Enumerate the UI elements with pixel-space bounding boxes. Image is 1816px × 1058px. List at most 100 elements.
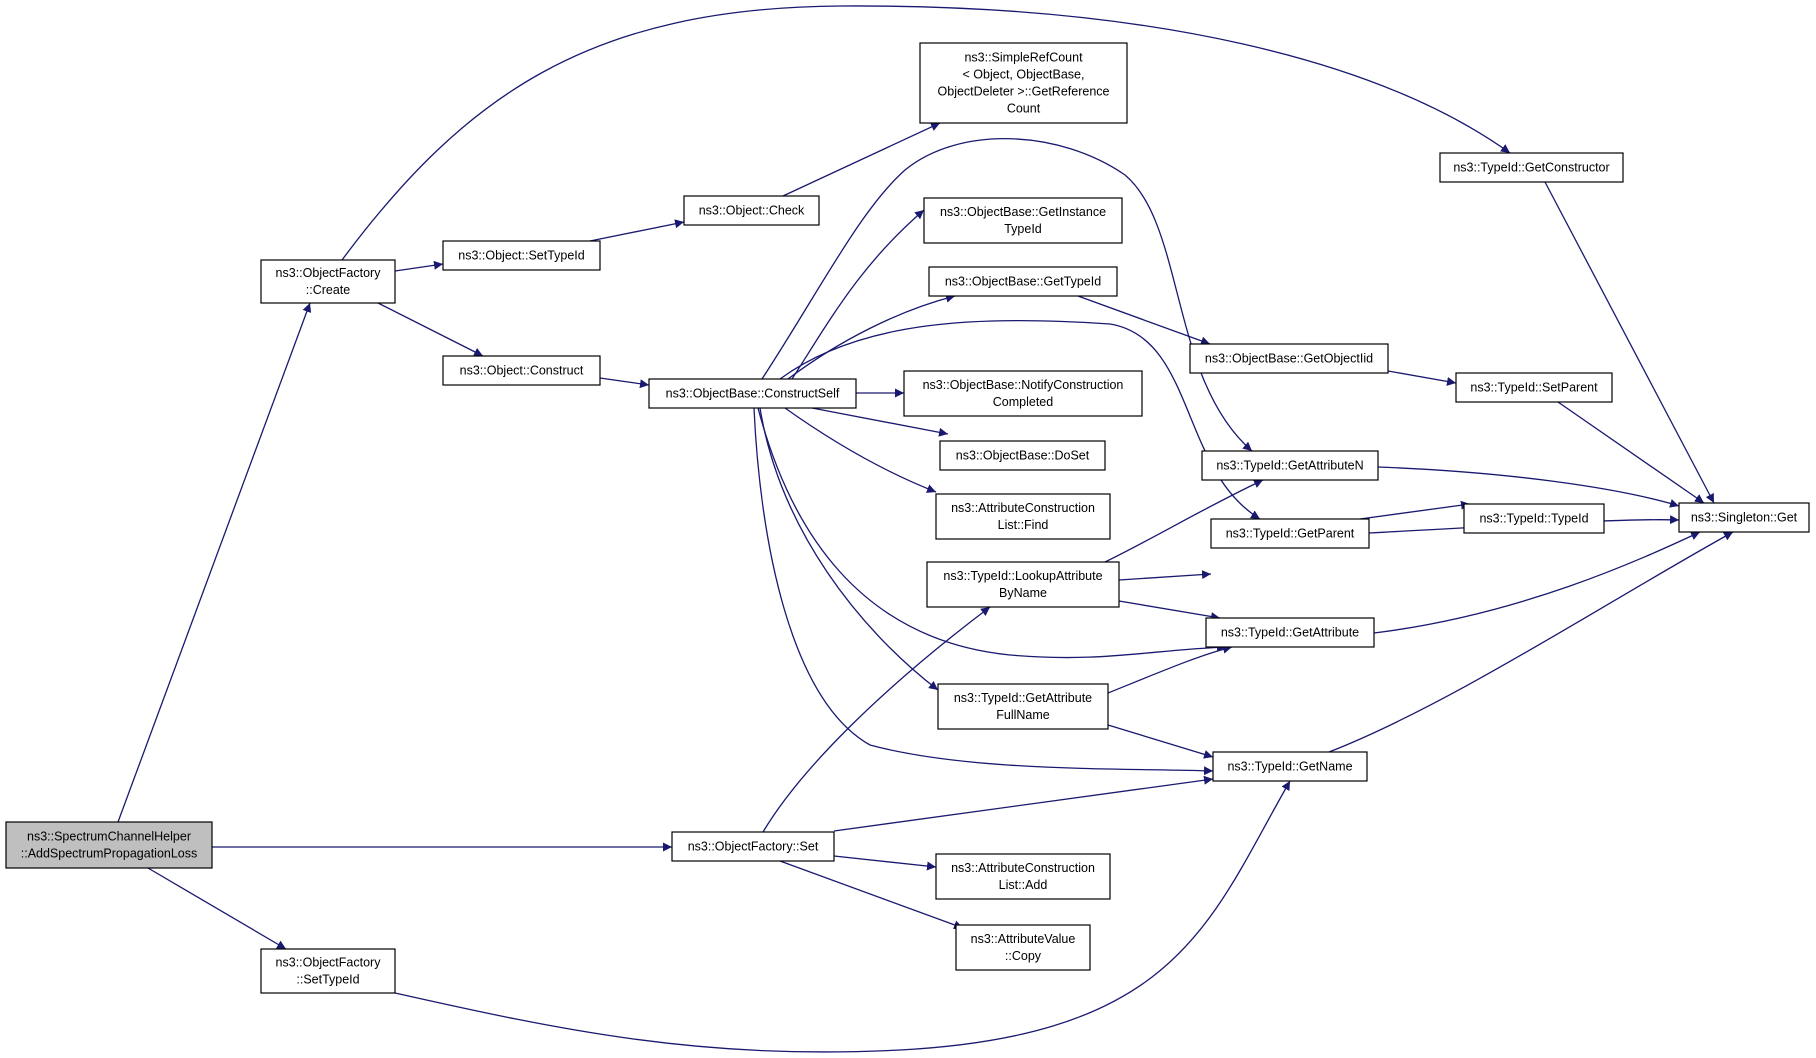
node-n26[interactable]: ns3::Singleton::Get (1678, 502, 1810, 533)
node-label-line: ns3::TypeId::GetAttribute (1221, 626, 1359, 640)
edge-arrow (1328, 531, 1734, 753)
edge-n9-to-n21 (779, 319, 1261, 520)
edge-n15-to-n22 (1118, 600, 1221, 621)
edge-arrow (753, 407, 1214, 776)
edge-n15-to-n20 (1104, 479, 1264, 563)
edge-arrow (117, 302, 312, 823)
edge-arrow (589, 219, 685, 242)
node-n6[interactable]: ns3::Object::Construct (442, 355, 601, 386)
node-box (935, 853, 1111, 900)
node-n13[interactable]: ns3::ObjectBase::DoSet (939, 440, 1106, 471)
edge-arrow (1387, 370, 1457, 386)
node-n9[interactable]: ns3::ObjectBase::ConstructSelf (648, 378, 857, 409)
node-label-line: ns3::TypeId::GetParent (1226, 527, 1355, 541)
edge-arrow (1107, 724, 1214, 759)
node-label-line: ns3::TypeId::LookupAttribute (943, 569, 1102, 583)
nodes-layer: ns3::SpectrumChannelHelper::AddSpectrumP… (5, 42, 1810, 994)
node-label-line: ns3::SpectrumChannelHelper (27, 830, 191, 844)
node-n12[interactable]: ns3::ObjectBase::NotifyConstructionCompl… (903, 370, 1143, 417)
node-n20[interactable]: ns3::TypeId::GetAttributeN (1201, 450, 1379, 481)
node-label-line: ::AddSpectrumPropagationLoss (21, 847, 198, 861)
node-box (648, 378, 857, 409)
node-box (1439, 152, 1624, 183)
node-box (5, 821, 213, 869)
node-label-line: ns3::TypeId::SetParent (1470, 381, 1598, 395)
edge-n2-to-n23 (833, 775, 1214, 832)
node-label-line: ns3::Object::Construct (460, 364, 584, 378)
edge-n23-to-n26 (1328, 531, 1734, 753)
node-label-line: Completed (993, 395, 1053, 409)
node-n23[interactable]: ns3::TypeId::GetName (1212, 751, 1368, 782)
node-n22[interactable]: ns3::TypeId::GetAttribute (1205, 617, 1375, 648)
edge-n0-to-n3 (147, 867, 287, 950)
node-box (1463, 503, 1605, 534)
node-n24[interactable]: ns3::TypeId::SetParent (1455, 372, 1613, 403)
node-n2[interactable]: ns3::ObjectFactory::Set (671, 831, 835, 862)
node-label-line: List::Find (998, 518, 1049, 532)
node-n11[interactable]: ns3::ObjectBase::GetTypeId (928, 266, 1118, 297)
node-box (935, 493, 1111, 540)
node-box (903, 370, 1143, 417)
node-n8[interactable]: ns3::SimpleRefCount< Object, ObjectBase,… (919, 42, 1128, 124)
node-n19[interactable]: ns3::ObjectBase::GetObjectIid (1189, 343, 1389, 374)
node-n5[interactable]: ns3::Object::SetTypeId (442, 240, 601, 271)
node-label-line: ns3::TypeId::GetName (1227, 760, 1352, 774)
node-n25[interactable]: ns3::TypeId::TypeId (1463, 503, 1605, 534)
node-box (260, 259, 396, 304)
node-label-line: ns3::ObjectFactory (276, 956, 382, 970)
edge-arrow (1077, 295, 1211, 346)
edge-arrow (1373, 531, 1701, 634)
edge-n2-to-n15 (762, 606, 991, 833)
node-label-line: ns3::ObjectBase::GetTypeId (945, 275, 1101, 289)
node-n18[interactable]: ns3::AttributeValue::Copy (955, 924, 1091, 971)
node-n1[interactable]: ns3::ObjectFactory::Create (260, 259, 396, 304)
edge-arrow (811, 407, 949, 437)
edge-n20-to-n26 (1377, 466, 1680, 508)
node-label-line: ns3::TypeId::GetAttribute (954, 691, 1092, 705)
edge-arrow (759, 407, 939, 691)
edge-n2-to-n17 (833, 855, 937, 871)
edge-arrow (394, 780, 1291, 1053)
node-label-line: < Object, ObjectBase, (963, 68, 1085, 82)
edge-n0-to-n1 (117, 302, 312, 823)
node-label-line: ns3::AttributeValue (971, 932, 1076, 946)
edge-arrow (833, 775, 1214, 832)
node-box (1212, 751, 1368, 782)
node-n7[interactable]: ns3::Object::Check (683, 195, 820, 226)
node-box (1455, 372, 1613, 403)
node-n0[interactable]: ns3::SpectrumChannelHelper::AddSpectrumP… (5, 821, 213, 869)
edge-arrow (782, 122, 941, 197)
node-label-line: ns3::TypeId::TypeId (1479, 512, 1588, 526)
node-n3[interactable]: ns3::ObjectFactory::SetTypeId (260, 948, 396, 994)
edge-arrow (787, 293, 956, 380)
edge-n9-to-n11 (787, 293, 956, 380)
edge-n9-to-n22 (757, 407, 1227, 659)
edge-arrow (377, 302, 484, 357)
edge-arrow (791, 209, 925, 380)
node-n21[interactable]: ns3::TypeId::GetParent (1210, 518, 1370, 549)
node-box (1678, 502, 1810, 533)
edge-n22-to-n26 (1373, 531, 1701, 634)
edge-arrow (779, 319, 1261, 520)
edge-n19-to-n24 (1387, 370, 1457, 386)
node-label-line: ns3::SimpleRefCount (964, 51, 1083, 65)
edge-n7-to-n8 (782, 122, 941, 197)
edge-arrow (757, 407, 1227, 659)
node-label-line: ns3::TypeId::GetAttributeN (1216, 459, 1363, 473)
node-label-line: ns3::ObjectBase::NotifyConstruction (923, 378, 1124, 392)
node-n4[interactable]: ns3::TypeId::GetConstructor (1439, 152, 1624, 183)
node-box (955, 924, 1091, 971)
node-box (442, 240, 601, 271)
node-box (1189, 343, 1389, 374)
node-box (923, 197, 1123, 244)
node-label-line: ns3::AttributeConstruction (951, 501, 1095, 515)
node-label-line: ns3::AttributeConstruction (951, 861, 1095, 875)
node-box (937, 683, 1109, 730)
edge-arrow (1359, 500, 1471, 520)
node-label-line: ::Copy (1005, 949, 1042, 963)
